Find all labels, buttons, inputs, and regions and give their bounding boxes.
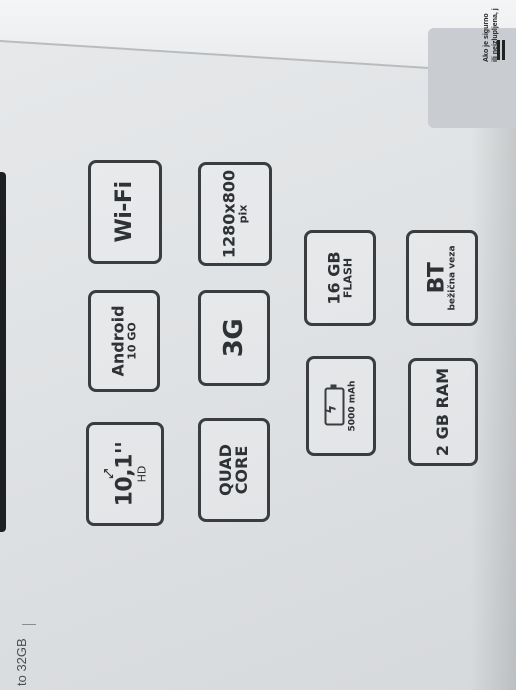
badge-ram-content: 2 GB RAM <box>433 367 452 457</box>
flash-line-1: 16 GB <box>324 251 344 305</box>
android-line-2: 10 GO <box>125 322 139 360</box>
bracket-mark <box>22 624 36 625</box>
bt-line-1: BT <box>424 262 450 294</box>
device-edge <box>0 172 6 532</box>
bt-line-2: bežična veza <box>447 245 458 311</box>
badge-quad-core: QUAD CORE <box>198 418 270 522</box>
sticker-text: Ako je sigurno ili neizlupljena, j <box>482 0 500 62</box>
resolution-line-1: 1280x800 <box>219 169 239 259</box>
badge-battery-content: ϟ 5000 mAh <box>324 380 358 432</box>
android-line-1: Android <box>108 305 128 377</box>
sticker-line-2: ili neizlupljena, j <box>492 8 499 62</box>
badge-android: Android 10 GO <box>88 290 160 392</box>
badge-3g-content: 3G <box>219 318 249 358</box>
badge-wifi-content: Wi-Fi <box>112 181 137 243</box>
badge-flash-content: 16 GB FLASH <box>324 251 355 305</box>
badge-bt-content: BT bežična veza <box>424 245 458 311</box>
badge-screen-size: ⤢ 10,1'' HD <box>86 422 164 526</box>
flash-line-2: FLASH <box>341 257 355 299</box>
badge-resolution: 1280x800 pix <box>198 162 272 266</box>
wifi-text: Wi-Fi <box>112 181 137 243</box>
ram-text: 2 GB RAM <box>433 367 452 457</box>
resolution-line-2: pix <box>236 204 250 224</box>
storage-caption: to 32GB <box>14 638 29 686</box>
badge-3g: 3G <box>198 290 270 386</box>
badge-battery: ϟ 5000 mAh <box>306 356 376 456</box>
badge-ram: 2 GB RAM <box>408 358 478 466</box>
badge-flash: 16 GB FLASH <box>304 230 376 326</box>
battery-icon: ϟ <box>324 387 345 425</box>
screen-hd-text: HD <box>135 465 149 483</box>
warning-sticker <box>428 28 516 128</box>
badge-resolution-content: 1280x800 pix <box>219 169 250 259</box>
badge-screen-size-content: ⤢ 10,1'' HD <box>102 441 149 507</box>
badge-quad-core-content: QUAD CORE <box>216 444 251 496</box>
quad-line-2: CORE <box>232 445 251 495</box>
badge-wifi: Wi-Fi <box>88 160 162 264</box>
battery-text: 5000 mAh <box>347 380 358 432</box>
badge-bt: BT bežična veza <box>406 230 478 326</box>
brand-logo-icon <box>497 40 513 64</box>
box-face <box>0 42 516 690</box>
badge-android-content: Android 10 GO <box>108 305 139 377</box>
net-text: 3G <box>219 318 249 358</box>
sticker-line-1: Ako je sigurno <box>483 13 490 62</box>
screen-size-text: 10,1'' <box>112 441 138 507</box>
